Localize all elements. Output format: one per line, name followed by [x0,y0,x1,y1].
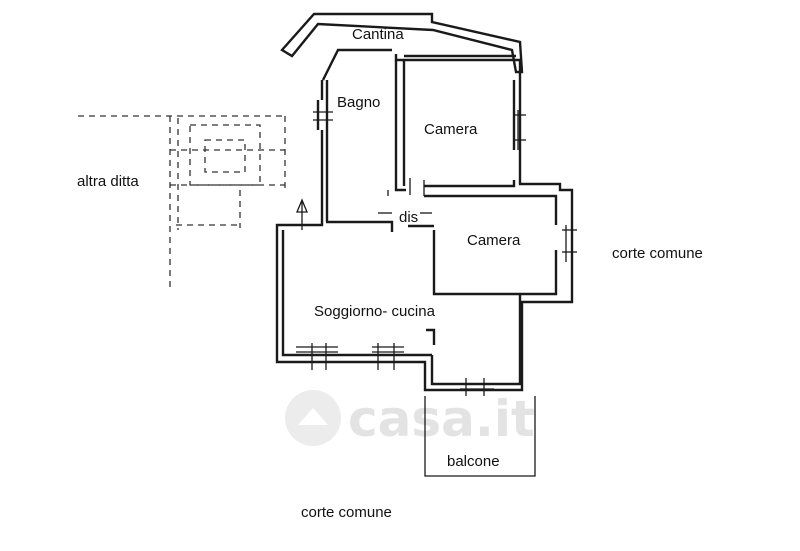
label-altra-ditta: altra ditta [77,173,139,190]
room-label-soggiorno-cucina: Soggiorno- cucina [314,303,436,320]
apartment-walls [275,54,574,392]
balcone-outline [424,396,536,477]
room-label-camera: Camera [424,121,478,138]
neighbour-outline [78,115,286,290]
room-label-dis: dis [399,209,418,226]
watermark-text: casa.it [348,390,535,448]
room-label-cantina: Cantina [352,26,404,43]
label-corte-comune-right: corte comune [612,245,703,262]
room-label-bagno: Bagno [337,94,380,111]
window-marks [296,100,577,396]
label-corte-comune-bottom: corte comune [301,504,392,521]
cantina-outline [280,12,524,81]
room-label-balcone: balcone [447,453,500,470]
room-label-camera-2: Camera [467,232,521,249]
watermark: casa.it [285,390,535,448]
